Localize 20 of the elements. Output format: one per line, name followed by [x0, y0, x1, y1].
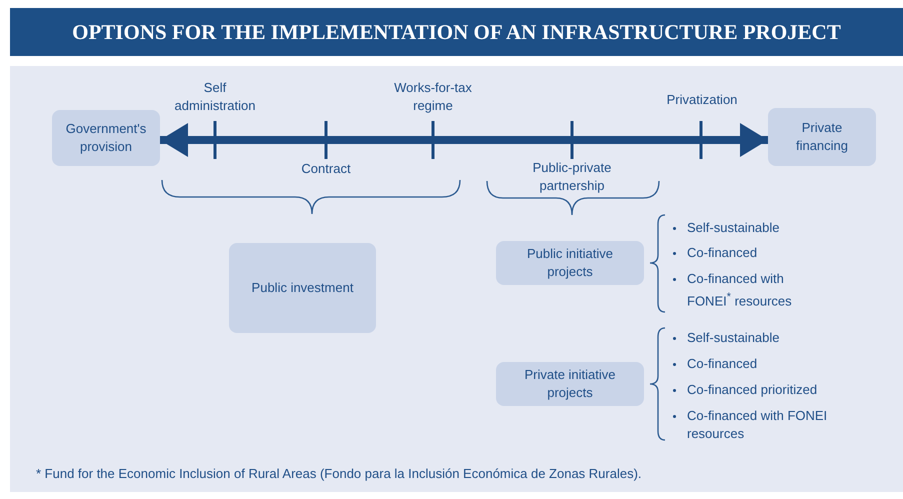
scale-label: Contract: [300, 160, 352, 178]
project-type-box: Public initiative projects: [496, 241, 644, 285]
title-banner: OPTIONS FOR THE IMPLEMENTATION OF AN INFRASTRUCTURE PROJECT: [10, 8, 903, 56]
list-item: Co-financed with FONEI$^{*}$ resources: [687, 270, 793, 310]
scale-label: Self administration: [174, 79, 256, 115]
list-item: Self-sustainable: [687, 219, 780, 237]
scale-label: Works-for-tax regime: [393, 79, 473, 115]
list-item: Co-financed: [687, 244, 758, 262]
scale-label: Privatization: [666, 91, 738, 109]
list-item: Self-sustainable: [687, 329, 780, 347]
list-item: Co-financed: [687, 355, 758, 373]
scale-label: Public-private partnership: [532, 159, 612, 195]
double-headed-arrow: [160, 123, 768, 157]
category-box: Public investment: [229, 243, 376, 333]
list-item: Co-financed prioritized: [687, 381, 818, 399]
project-type-box: Private initiative projects: [496, 362, 644, 406]
footnote: * Fund for the Economic Inclusion of Rural Areas (Fondo para la Inclusión Económica de Zonas Rurales).: [36, 466, 642, 481]
list-item: Co-financed with FONEI resources: [687, 407, 828, 443]
option-box: Government's provision: [52, 110, 160, 166]
option-box: Private financing: [768, 108, 876, 166]
